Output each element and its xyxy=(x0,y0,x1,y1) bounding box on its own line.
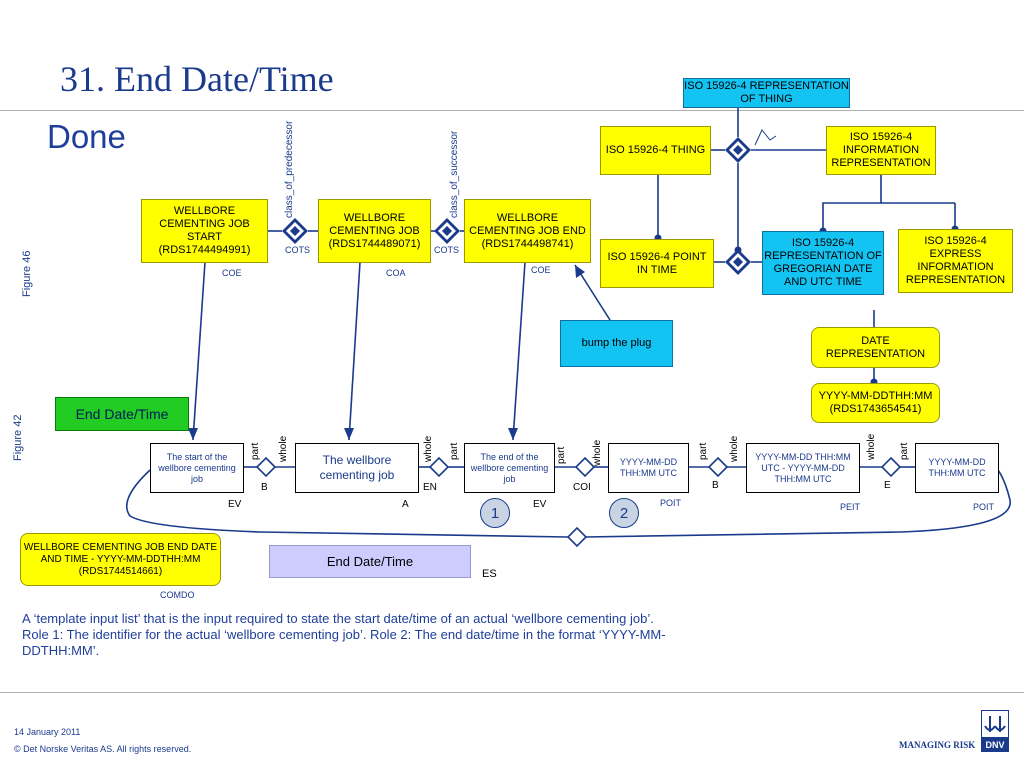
part-label-2: part xyxy=(449,442,460,460)
class-of-successor-label: class_of_successor xyxy=(449,130,460,218)
wellbore-end-box: WELLBORE CEMENTING JOB END (RDS174449874… xyxy=(464,199,591,263)
end-date-time-template-box: End Date/Time xyxy=(269,545,471,578)
yyyy-box-2: YYYY-MM-DD THH:MM UTC xyxy=(915,443,999,493)
a-label: A xyxy=(402,499,409,510)
wellbore-end-datetime-box: WELLBORE CEMENTING JOB END DATE AND TIME… xyxy=(20,533,221,586)
figure-46-label: Figure 46 xyxy=(21,250,33,297)
thing-box: ISO 15926-4 THING xyxy=(600,126,711,175)
wellbore-start-box: WELLBORE CEMENTING JOB START (RDS1744494… xyxy=(141,199,268,263)
rep-gregorian-box: ISO 15926-4 REPRESENTATION OF GREGORIAN … xyxy=(762,231,884,295)
es-label: ES xyxy=(482,568,497,580)
info-rep-box: ISO 15926-4 INFORMATION REPRESENTATION xyxy=(826,126,936,175)
part-label-5: part xyxy=(899,442,910,460)
whole-label-1: whole xyxy=(278,435,289,462)
yyyy-rds-box: YYYY-MM-DDTHH:MM (RDS1743654541) xyxy=(811,383,940,423)
poit-label-2: POIT xyxy=(973,502,995,512)
end-date-time-green-box: End Date/Time xyxy=(55,397,189,431)
express-info-box: ISO 15926-4 EXPRESS INFORMATION REPRESEN… xyxy=(898,229,1013,293)
coa-label: COA xyxy=(386,268,406,278)
peit-label: PEIT xyxy=(840,502,861,512)
part-label-3: part xyxy=(556,446,567,464)
whole-label-2: whole xyxy=(423,435,434,462)
yyyy-box-1: YYYY-MM-DD THH:MM UTC xyxy=(608,443,689,493)
date-rep-box: DATE REPRESENTATION xyxy=(811,327,940,368)
role-en-label: EN xyxy=(423,482,437,493)
coe-label-2: COE xyxy=(531,265,551,275)
title-divider xyxy=(0,110,1024,111)
footer-date: 14 January 2011 xyxy=(14,727,81,737)
status-heading: Done xyxy=(47,118,126,155)
role-b-label-2: B xyxy=(712,480,719,491)
footer-divider xyxy=(0,692,1024,693)
the-job-box: The wellbore cementing job xyxy=(295,443,419,493)
role-2-circle: 2 xyxy=(609,498,639,528)
class-of-predecessor-label: class_of_predecessor xyxy=(284,120,295,218)
footer-copyright: © Det Norske Veritas AS. All rights rese… xyxy=(14,744,192,754)
cots-label-1: COTS xyxy=(285,245,311,255)
part-label-1: part xyxy=(250,442,261,460)
yyyy-range-box: YYYY-MM-DD THH:MM UTC - YYYY-MM-DD THH:M… xyxy=(746,443,860,493)
cots-label-2: COTS xyxy=(434,245,460,255)
role-1-circle: 1 xyxy=(480,498,510,528)
point-in-time-box: ISO 15926-4 POINT IN TIME xyxy=(600,239,714,288)
poit-label-1: POIT xyxy=(660,498,682,508)
start-of-job-box: The start of the wellbore cementing job xyxy=(150,443,244,493)
end-of-job-box: The end of the wellbore cementing job xyxy=(464,443,555,493)
wellbore-job-box: WELLBORE CEMENTING JOB (RDS1744489071) xyxy=(318,199,431,263)
comdo-label: COMDO xyxy=(160,590,195,600)
dnv-logo-icon xyxy=(981,710,1009,738)
description-text: A ‘template input list’ that is the inpu… xyxy=(22,611,666,658)
whole-label-4: whole xyxy=(729,435,740,462)
coe-label-1: COE xyxy=(222,268,242,278)
role-e-label: E xyxy=(884,480,891,491)
rep-of-thing-box: ISO 15926-4 REPRESENTATION OF THING xyxy=(683,78,850,108)
role-coi-label: COI xyxy=(573,482,591,493)
role-b-label-1: B xyxy=(261,482,268,493)
dnv-logo-text: DNV xyxy=(981,738,1009,752)
ev-label-1: EV xyxy=(228,499,242,510)
whole-label-3: whole xyxy=(592,439,603,466)
part-label-4: part xyxy=(698,442,709,460)
footer-tagline: MANAGING RISK xyxy=(899,740,976,750)
figure-42-label: Figure 42 xyxy=(12,414,24,461)
page-title: 31. End Date/Time xyxy=(60,59,334,99)
ev-label-2: EV xyxy=(533,499,547,510)
whole-label-5: whole xyxy=(866,433,877,460)
bump-plug-box: bump the plug xyxy=(560,320,673,367)
